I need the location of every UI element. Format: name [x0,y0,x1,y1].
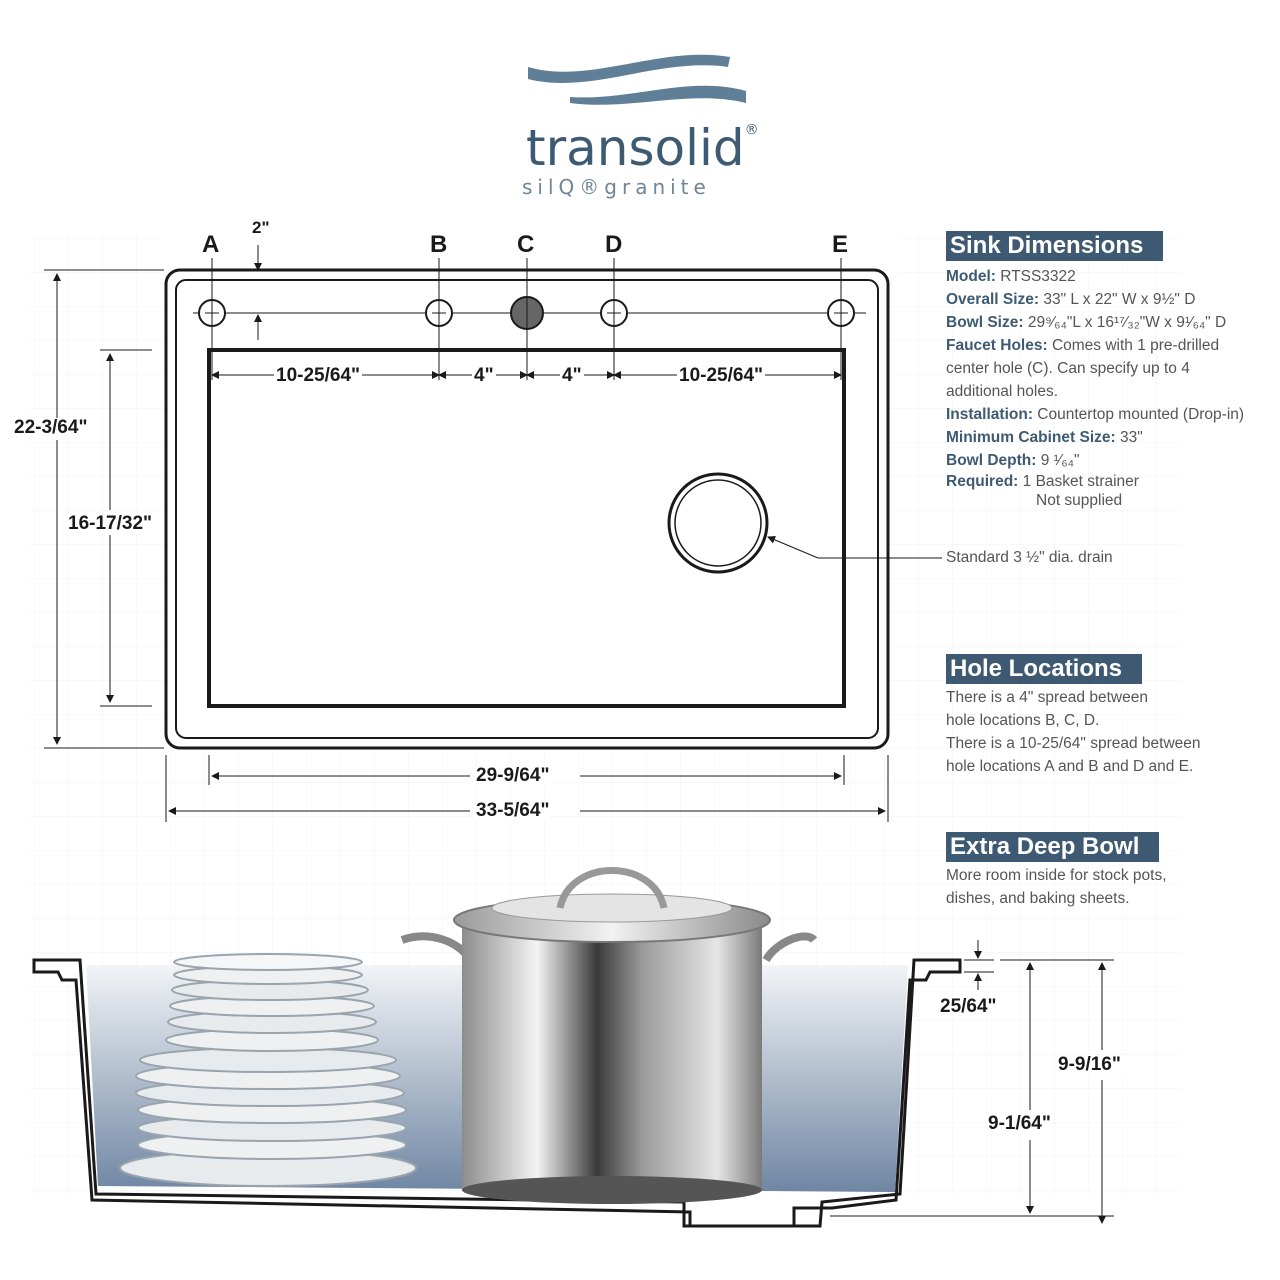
dim-spread-c-d: 4" [560,365,584,386]
dim-rim-height: 25/64" [938,996,999,1017]
drain-label: Standard 3 ½" dia. drain [946,549,1113,566]
dim-spread-b-c: 4" [472,365,496,386]
sink-dimensions-panel: Sink Dimensions Model: RTSS3322 Overall … [946,231,1276,510]
hole-locations-panel: Hole Locations There is a 4" spread betw… [946,654,1276,778]
bowl-note-line: dishes, and baking sheets. [946,890,1130,908]
hole-label-a: A [202,231,220,258]
registered-mark: ® [744,122,759,138]
dim-spread-d-e: 10-25/64" [677,365,766,386]
hole-note-line: hole locations B, C, D. [946,712,1100,730]
hole-label-b: B [430,231,448,258]
spec-row: Installation: Countertop mounted (Drop-i… [946,406,1245,424]
extra-deep-bowl-panel: Extra Deep Bowl More room inside for sto… [946,832,1276,910]
hole-note-line: hole locations A and B and D and E. [946,758,1194,776]
hole-locations-title: Hole Locations [946,654,1143,685]
dim-spread-a-b: 10-25/64" [274,365,363,386]
dim-overall-length: 33-5/64" [474,800,552,821]
brand-name: transolid [526,119,745,177]
spec-row: Model: RTSS3322 [946,268,1076,286]
spec-row: center hole (C). Can specify up to 4 [946,360,1190,378]
brand-logo: transolid® silQ®granite [520,45,760,205]
hole-label-d: D [605,231,623,258]
spec-row: Bowl Size: 29⁹⁄₆₄"L x 16¹⁷⁄₃₂"W x 9¹⁄₆₄"… [946,314,1227,332]
spec-row: Overall Size: 33" L x 22" W x 9½" D [946,291,1196,309]
stock-pot [400,867,818,1204]
dim-bowl-depth: 16-17/32" [66,513,155,534]
spec-row: Bowl Depth: 9 ¹⁄₆₄" [946,452,1080,470]
dim-overall-depth: 22-3/64" [12,417,90,438]
dim-setback: 2" [250,218,272,237]
spec-row: Required: 1 Basket strainer [946,473,1139,491]
extra-deep-bowl-title: Extra Deep Bowl [946,832,1160,863]
spec-row: additional holes. [946,383,1059,401]
sink-dimensions-title: Sink Dimensions [946,231,1164,262]
hole-note-line: There is a 10-25/64" spread between [946,735,1201,753]
spec-row: Faucet Holes: Comes with 1 pre-drilled [946,337,1220,355]
hole-label-c: C [517,231,535,258]
drain-icon [667,472,769,574]
dim-total-height: 9-9/16" [1056,1054,1123,1075]
plates-stack [119,953,417,1187]
dim-bowl-height: 9-1/64" [986,1113,1053,1134]
logo-wave-icon [528,54,746,105]
spec-row: Not supplied [1036,492,1123,510]
hole-label-e: E [832,231,849,258]
spec-row: Minimum Cabinet Size: 33" [946,429,1143,447]
brand-subline: silQ®granite [522,175,711,199]
dim-bowl-length: 29-9/64" [474,765,552,786]
bowl-note-line: More room inside for stock pots, [946,867,1167,885]
hole-note-line: There is a 4" spread between [946,689,1148,707]
